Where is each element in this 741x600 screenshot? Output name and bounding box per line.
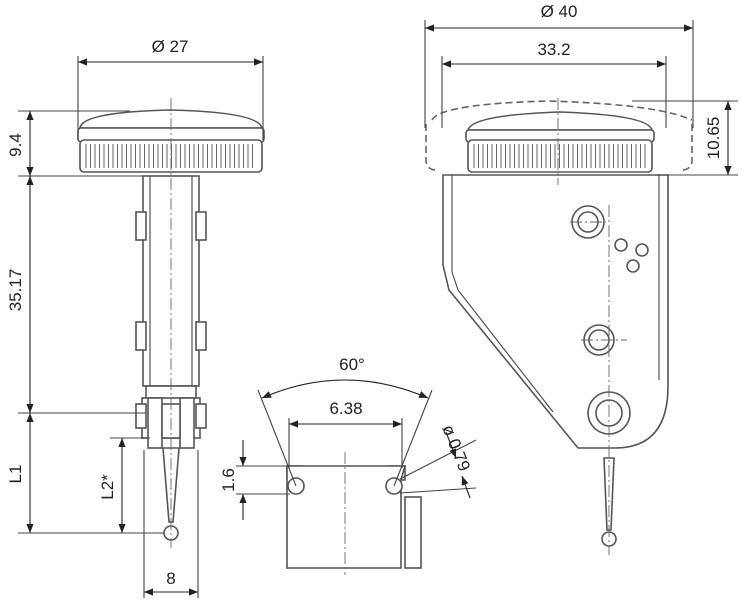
dim-body-height: 35.17 bbox=[6, 269, 25, 312]
side-view: Ø 40 33.2 10.65 bbox=[424, 2, 738, 555]
dim-tip-length-l1: L1 bbox=[6, 465, 25, 484]
dim-groove-height: 1.6 bbox=[219, 468, 238, 492]
dim-dial-diameter-small: Ø 27 bbox=[152, 37, 189, 56]
indicator-body bbox=[442, 174, 669, 449]
groove-detail: 60° 6.38 1.6 ø 0.79 bbox=[219, 355, 477, 575]
dim-bezel-height: 10.65 bbox=[704, 117, 723, 160]
large-bezel-outline bbox=[425, 100, 693, 171]
dim-groove-width: 6.38 bbox=[329, 399, 362, 418]
dim-dial-diameter-large: Ø 40 bbox=[541, 2, 578, 21]
dim-tip-length-l2: L2* bbox=[98, 474, 117, 500]
dim-angle: 60° bbox=[339, 355, 365, 374]
dim-bezel-width: 33.2 bbox=[537, 40, 570, 59]
dim-height-top: 9.4 bbox=[6, 133, 25, 157]
dim-ball-diameter: ø 0.79 bbox=[438, 422, 474, 474]
dim-tip-width: 8 bbox=[166, 569, 175, 588]
bezel bbox=[465, 111, 655, 173]
front-view: Ø 27 9.4 35.17 L1 L2* 8 bbox=[6, 37, 265, 598]
